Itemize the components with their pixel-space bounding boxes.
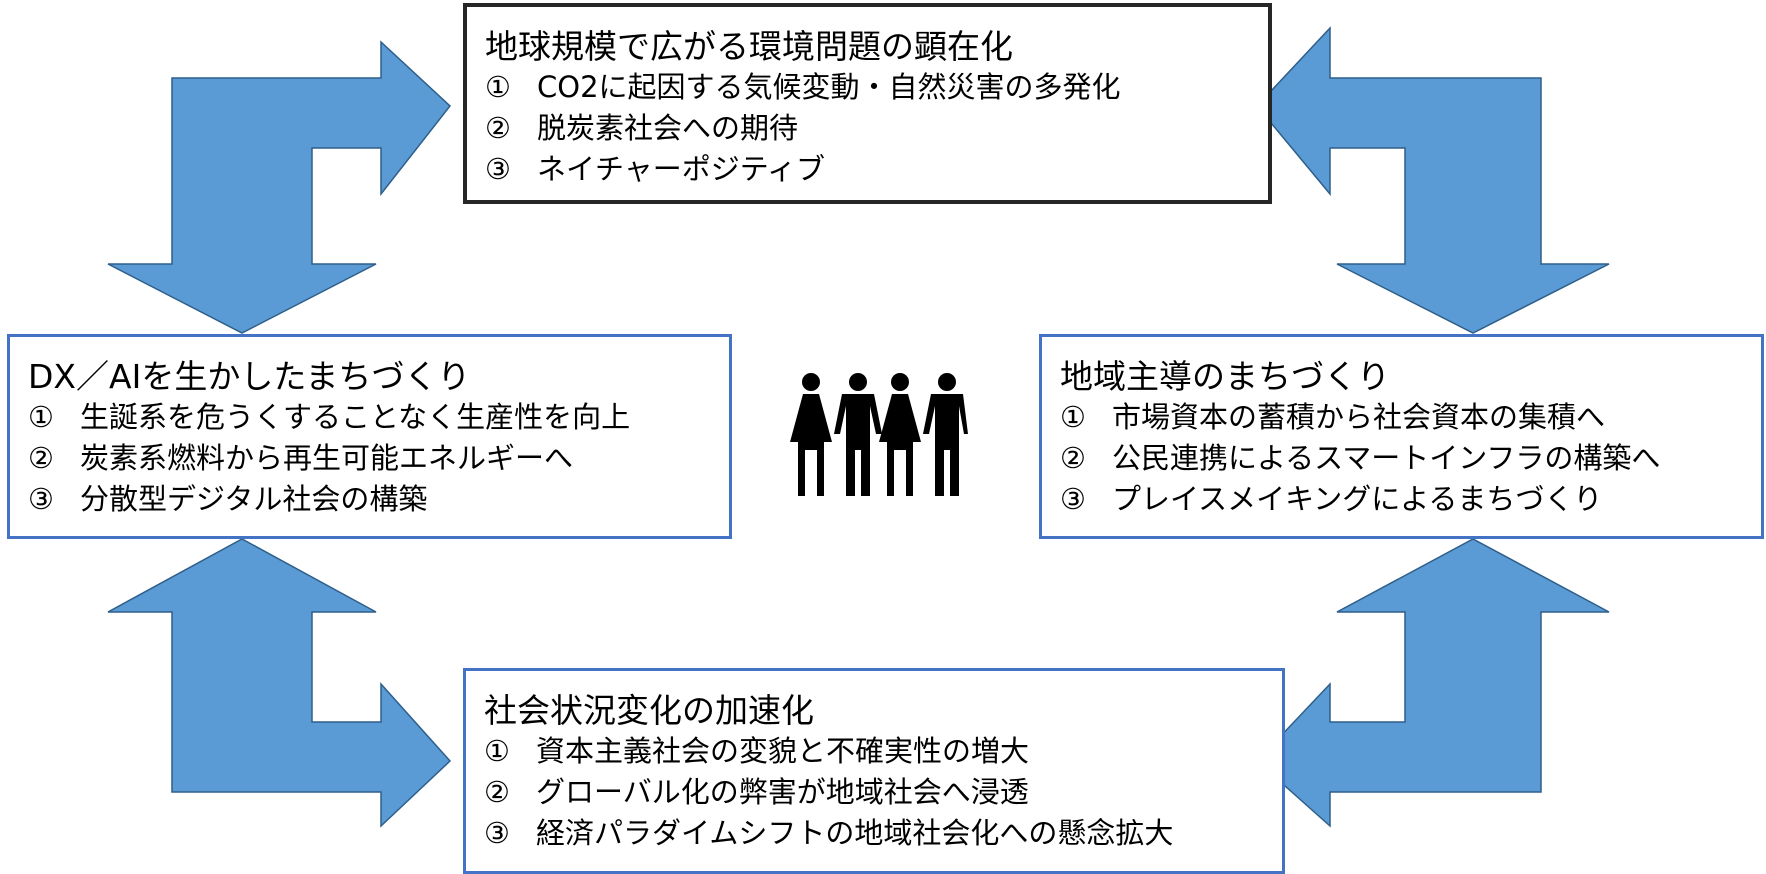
item-text: 公民連携によるスマートインフラの構築へ: [1112, 441, 1661, 475]
box-title: 社会状況変化の加速化: [484, 691, 814, 730]
item-text: 分散型デジタル社会の構築: [80, 482, 428, 516]
box-item: ① 資本主義社会の変貌と不確実性の増大: [484, 731, 1282, 772]
item-text: 経済パラダイムシフトの地域社会化への懸念拡大: [536, 816, 1174, 850]
item-text: 生誕系を危うくすることなく生産性を向上: [80, 400, 631, 434]
item-number: ②: [484, 775, 510, 809]
box-item: ② 炭素系燃料から再生可能エネルギーへ: [28, 438, 729, 479]
item-text: グローバル化の弊害が地域社会へ浸透: [536, 775, 1029, 809]
item-text: 脱炭素社会への期待: [537, 111, 799, 145]
box-item: ① 市場資本の蓄積から社会資本の集積へ: [1060, 397, 1761, 438]
item-text: 市場資本の蓄積から社会資本の集積へ: [1112, 400, 1606, 434]
box-local-led: 地域主導のまちづくり ① 市場資本の蓄積から社会資本の集積へ ② 公民連携によるスマ…: [1039, 334, 1764, 539]
item-text: 資本主義社会の変貌と不確実性の増大: [536, 734, 1030, 768]
box-item: ② グローバル化の弊害が地域社会へ浸透: [484, 772, 1282, 813]
item-number: ①: [28, 400, 54, 434]
box-item: ① 生誕系を危うくすることなく生産性を向上: [28, 397, 729, 438]
item-number: ②: [1060, 441, 1086, 475]
box-item: ① CO2に起因する気候変動・自然災害の多発化: [485, 67, 1268, 108]
arrow-bottom-right-icon: [1255, 538, 1610, 828]
item-number: ①: [1060, 400, 1086, 434]
box-item: ② 脱炭素社会への期待: [485, 108, 1268, 149]
arrow-top-right-icon: [1256, 26, 1610, 334]
box-title: 地球規模で広がる環境問題の顕在化: [485, 27, 1013, 66]
box-item: ③ 経済パラダイムシフトの地域社会化への懸念拡大: [484, 813, 1282, 854]
item-number: ①: [485, 70, 511, 104]
arrow-bottom-left-icon: [107, 538, 452, 828]
box-dx-ai: DX／AIを生かしたまちづくり ① 生誕系を危うくすることなく生産性を向上 ② 炭素…: [7, 334, 732, 539]
item-number: ③: [28, 482, 54, 516]
item-text: 炭素系燃料から再生可能エネルギーへ: [80, 441, 574, 475]
box-item: ② 公民連携によるスマートインフラの構築へ: [1060, 438, 1761, 479]
item-number: ③: [485, 152, 511, 186]
item-number: ①: [484, 734, 510, 768]
box-title: DX／AIを生かしたまちづくり: [28, 357, 471, 396]
item-number: ③: [484, 816, 510, 850]
box-item-list: ① CO2に起因する気候変動・自然災害の多発化 ② 脱炭素社会への期待 ③ ネイチャー…: [485, 67, 1268, 190]
box-global-environment: 地球規模で広がる環境問題の顕在化 ① CO2に起因する気候変動・自然災害の多発化 …: [463, 3, 1272, 204]
item-text: ネイチャーポジティブ: [537, 152, 825, 186]
box-item: ③ プレイスメイキングによるまちづくり: [1060, 479, 1761, 520]
item-number: ③: [1060, 482, 1086, 516]
item-number: ②: [28, 441, 54, 475]
people-group-icon: [790, 373, 968, 496]
box-item: ③ 分散型デジタル社会の構築: [28, 479, 729, 520]
item-text: CO2に起因する気候変動・自然災害の多発化: [537, 70, 1121, 104]
box-item: ③ ネイチャーポジティブ: [485, 149, 1268, 190]
box-title: 地域主導のまちづくり: [1060, 357, 1390, 396]
arrow-top-left-icon: [107, 40, 452, 334]
item-number: ②: [485, 111, 511, 145]
item-text: プレイスメイキングによるまちづくり: [1112, 482, 1603, 516]
box-social-change: 社会状況変化の加速化 ① 資本主義社会の変貌と不確実性の増大 ② グローバル化の弊害…: [463, 668, 1285, 874]
